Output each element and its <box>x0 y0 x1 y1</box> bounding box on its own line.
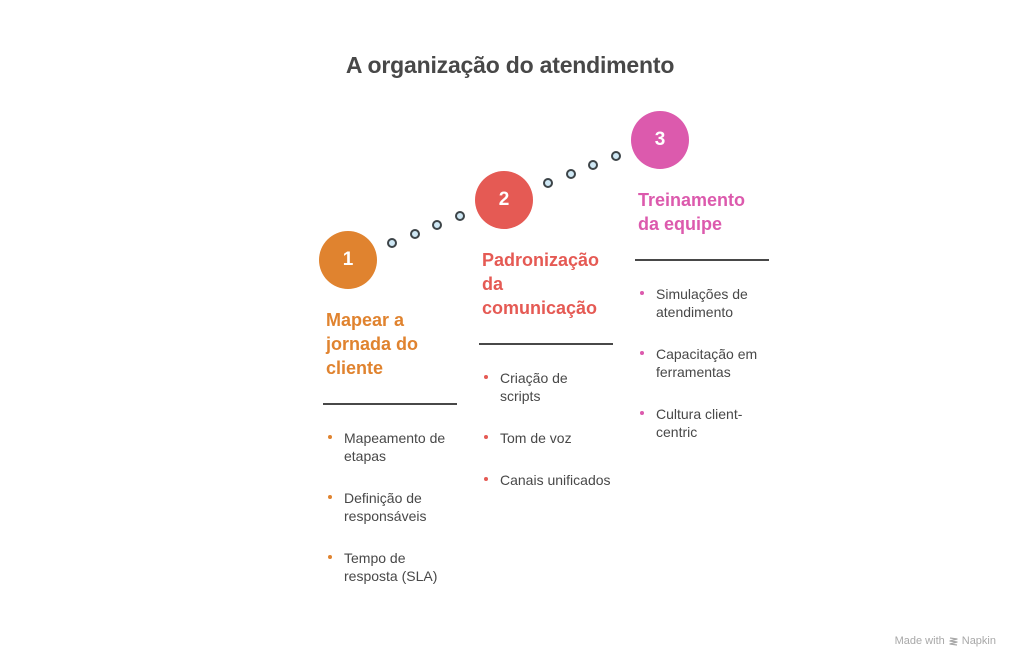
brand-name: Napkin <box>961 635 996 647</box>
divider <box>323 403 457 405</box>
step-heading: Padronização da comunicação <box>482 250 600 318</box>
bullet-icon <box>484 477 488 481</box>
connector-dot <box>566 169 576 179</box>
napkin-logo-icon <box>948 636 959 647</box>
step-items-list: Mapeamento de etapas Definição de respon… <box>326 429 456 609</box>
step-number-badge: 3 <box>631 111 689 169</box>
step-items-list: Simulações de atendimento Capacitação em… <box>638 285 768 465</box>
step-number-badge: 1 <box>319 231 377 289</box>
bullet-icon <box>328 555 332 559</box>
connector-dot <box>588 160 598 170</box>
page-title: A organização do atendimento <box>345 52 675 78</box>
connector-dot <box>455 211 465 221</box>
bullet-icon <box>640 411 644 415</box>
connector-dot <box>543 178 553 188</box>
connector-dot <box>432 220 442 230</box>
list-item: Mapeamento de etapas <box>326 429 456 465</box>
connector-dot <box>611 151 621 161</box>
step-number: 1 <box>342 249 354 270</box>
step-number: 3 <box>654 129 666 150</box>
divider <box>479 343 613 345</box>
bullet-icon <box>484 375 488 379</box>
step-heading: Mapear a jornada do cliente <box>326 310 419 378</box>
list-item: Criação de scripts <box>482 369 612 405</box>
connector-dot <box>387 238 397 248</box>
made-with-label: Made with <box>894 635 945 647</box>
bullet-icon <box>328 435 332 439</box>
step-items-list: Criação de scripts Tom de voz Canais uni… <box>482 369 612 513</box>
list-item: Cultura client-centric <box>638 405 768 441</box>
step-heading: Treinamento da equipe <box>638 190 746 234</box>
connector-dot <box>410 229 420 239</box>
list-item: Tom de voz <box>482 429 612 447</box>
list-item: Definição de responsáveis <box>326 489 456 525</box>
bullet-icon <box>328 495 332 499</box>
bullet-icon <box>640 291 644 295</box>
bullet-icon <box>640 351 644 355</box>
list-item: Simulações de atendimento <box>638 285 768 321</box>
step-number: 2 <box>498 189 510 210</box>
step-number-badge: 2 <box>475 171 533 229</box>
list-item: Canais unificados <box>482 471 612 489</box>
list-item: Capacitação em ferramentas <box>638 345 768 381</box>
list-item: Tempo de resposta (SLA) <box>326 549 456 585</box>
divider <box>635 259 769 261</box>
made-with-napkin-link[interactable]: Made with Napkin <box>895 635 996 647</box>
bullet-icon <box>484 435 488 439</box>
